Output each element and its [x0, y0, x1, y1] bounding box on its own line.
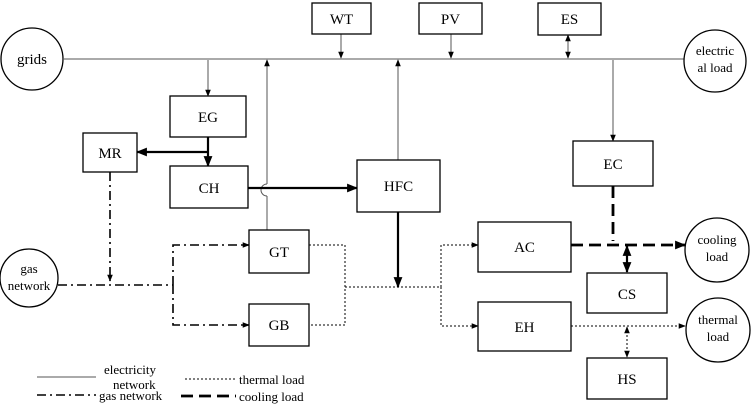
- gb-node: GB: [248, 303, 310, 347]
- gb-label: GB: [269, 318, 290, 334]
- electric-load-label-line1: electric: [696, 43, 734, 58]
- legend: electricity network gas network thermal …: [37, 362, 305, 404]
- heat-to-eh-line: [440, 287, 479, 329]
- cooling-load-label-line2: load: [706, 249, 729, 264]
- electric-load-label-line2: al load: [697, 60, 733, 75]
- thermal-load-node: thermal load: [685, 297, 751, 363]
- legend-thermal-label: thermal load: [239, 372, 305, 387]
- legend-electricity-label-line2: network: [113, 377, 156, 392]
- grids-label: grids: [17, 52, 47, 68]
- cooling-load-node: cooling load: [684, 217, 750, 283]
- hfc-label: HFC: [384, 179, 413, 195]
- gas-network-node: gas network: [0, 248, 59, 308]
- gas-to-gt-line: [172, 242, 250, 285]
- legend-cooling-label: cooling load: [239, 389, 304, 404]
- pv-label: PV: [441, 12, 460, 28]
- cooling-load-label-line1: cooling: [698, 232, 737, 247]
- gt-node: GT: [248, 229, 310, 274]
- ac-label: AC: [514, 240, 535, 256]
- ac-node: AC: [477, 221, 572, 273]
- gt-heat-line: [309, 244, 346, 326]
- pv-node: PV: [418, 2, 483, 35]
- gt-label: GT: [269, 245, 289, 261]
- ec-label: EC: [603, 157, 622, 173]
- gas-to-gb-line: [172, 285, 250, 328]
- electric-load-node: electric al load: [683, 29, 747, 93]
- mr-label: MR: [98, 146, 121, 162]
- gas-network-label-line1: gas: [20, 261, 37, 276]
- eg-label: EG: [198, 110, 218, 126]
- eh-node: EH: [477, 301, 572, 352]
- hs-label: HS: [617, 372, 636, 388]
- ch-node: CH: [169, 165, 249, 209]
- cs-label: CS: [618, 287, 636, 303]
- hfc-node: HFC: [356, 159, 441, 213]
- ch-label: CH: [199, 181, 220, 197]
- eg-node: EG: [169, 95, 247, 138]
- mr-node: MR: [82, 132, 138, 173]
- thermal-load-label-line1: thermal: [698, 312, 738, 327]
- es-label: ES: [561, 12, 579, 28]
- gt-line-hop: [260, 183, 268, 197]
- wt-label: WT: [330, 12, 353, 28]
- es-node: ES: [537, 2, 602, 36]
- wt-node: WT: [311, 2, 372, 35]
- legend-gas-label: gas network: [99, 388, 163, 403]
- heat-to-ac-line: [440, 242, 479, 287]
- eh-label: EH: [515, 320, 535, 336]
- hs-node: HS: [586, 357, 668, 400]
- thermal-load-label-line2: load: [707, 329, 730, 344]
- cs-node: CS: [586, 272, 668, 314]
- ec-node: EC: [572, 140, 654, 187]
- legend-electricity-label-line1: electricity: [104, 362, 156, 377]
- gas-network-label-line2: network: [8, 278, 51, 293]
- grids-node: grids: [0, 27, 64, 91]
